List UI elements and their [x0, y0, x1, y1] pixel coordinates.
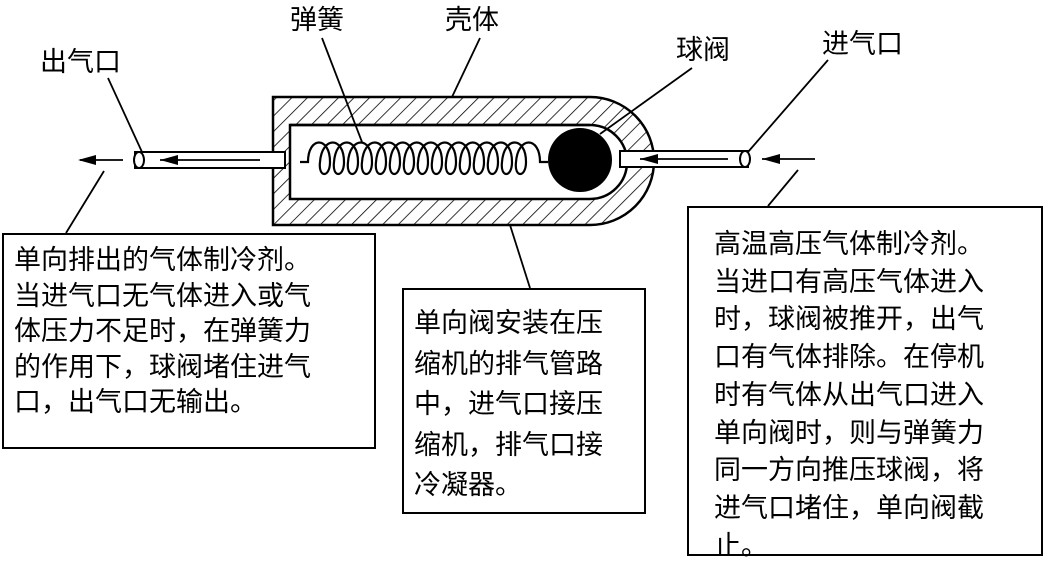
note-line: 时有气体从出气口进入 [714, 379, 984, 411]
note-line: 进气口堵住，单向阀截 [714, 492, 984, 524]
leader-middle-note [509, 224, 531, 289]
ball-valve [548, 128, 612, 192]
leader-ball-valve [599, 67, 693, 135]
spring-label: 弹簧 [290, 5, 344, 36]
inlet-flow-arrow [762, 154, 815, 164]
inlet-label: 进气口 [822, 29, 903, 60]
note-line: 单向阀安装在压 [414, 308, 603, 339]
middle-note-box: 单向阀安装在压 缩机的排气管路 中，进气口接压 缩机，排气口接 冷凝器。 [402, 288, 646, 514]
leader-shell [451, 37, 481, 98]
right-note-box: 高温高压气体制冷剂。 当进口有高压气体进入 时，球阀被推开，出气 口有气体排除。… [687, 206, 1043, 562]
note-line: 体压力不足时，在弹簧力 [14, 316, 311, 347]
note-line: 当进口有高压气体进入 [714, 266, 984, 298]
note-line: 当进气口无气体进入或气 [14, 280, 311, 312]
note-line: 时，球阀被推开，出气 [714, 304, 984, 336]
leader-inlet [747, 59, 829, 153]
spring [300, 141, 548, 176]
outlet-pipe [133, 151, 286, 169]
note-line: 单向阀时，则与弹簧力 [714, 417, 984, 449]
note-line: 的作用下，球阀堵住进气 [14, 351, 311, 383]
shell-label: 壳体 [445, 5, 499, 36]
note-line: 缩机的排气管路 [414, 348, 603, 380]
leader-right-note [767, 169, 799, 207]
leader-spring [321, 37, 363, 143]
note-line: 同一方向推压球阀，将 [714, 455, 984, 487]
left-note-box: 单向排出的气体制冷剂。 当进气口无气体进入或气 体压力不足时，在弹簧力 的作用下… [2, 233, 376, 449]
outlet-flow-arrow [78, 155, 123, 165]
note-line: 单向排出的气体制冷剂。 [14, 245, 311, 276]
note-line: 中，进气口接压 [414, 389, 603, 421]
outlet-label: 出气口 [40, 47, 121, 78]
note-line: 止。 [714, 530, 768, 562]
ball-valve-label: 球阀 [676, 35, 730, 66]
inlet-pipe [619, 150, 751, 168]
note-line: 口有气体排除。在停机 [714, 342, 984, 374]
note-line: 缩机，排气口接 [414, 429, 603, 461]
leader-left-note [65, 170, 105, 234]
note-line: 口，出气口无输出。 [14, 387, 257, 418]
leader-outlet [107, 77, 143, 153]
note-line: 高温高压气体制冷剂。 [714, 229, 984, 260]
note-line: 冷凝器。 [414, 470, 522, 502]
